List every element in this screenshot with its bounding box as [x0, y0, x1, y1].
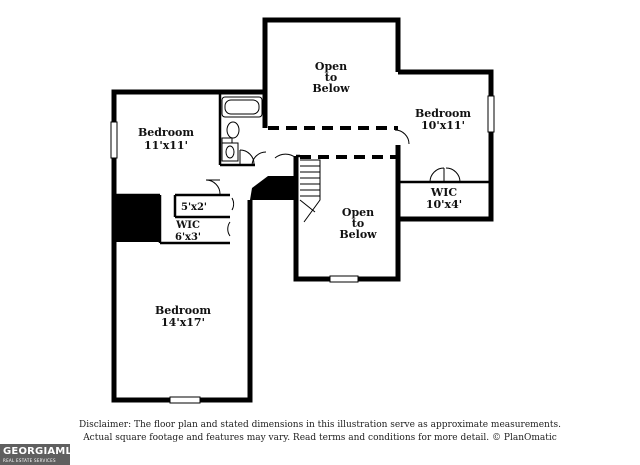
label-open-mid-2: to [352, 217, 364, 230]
logo-main-text: GEORGIAMLS [3, 446, 80, 457]
toilet-icon [226, 121, 240, 139]
label-open-top-2: to [325, 71, 337, 84]
wall-open-top [262, 17, 401, 128]
floor-plan: Bedroom 11'x11' Open to Below Bedroom 10… [110, 17, 495, 404]
windows [110, 95, 495, 404]
label-bedroom-left-dims: 11'x11' [144, 139, 188, 152]
label-bedroom-main-name: Bedroom [155, 304, 211, 317]
label-wic-left-dims: 6'x3' [175, 232, 201, 243]
window-mid [329, 275, 359, 283]
label-bedroom-main-dims: 14'x17' [161, 316, 205, 329]
bathtub-icon [221, 96, 263, 118]
label-wic-left-name: WIC [175, 220, 200, 231]
georgia-mls-logo: GEORGIAMLS REAL ESTATE SERVICES [0, 444, 79, 465]
label-bedroom-right-name: Bedroom [415, 107, 471, 120]
window-bottom [169, 396, 201, 404]
window-right [487, 95, 495, 133]
sink-icon [221, 142, 239, 162]
label-bedroom-left-name: Bedroom [138, 126, 194, 139]
label-wic-right-dims: 10'x4' [426, 198, 462, 211]
disclaimer-line-1: Disclaimer: The floor plan and stated di… [79, 420, 561, 430]
label-open-mid-3: Below [339, 228, 377, 241]
disclaimer-line-2: Actual square footage and features may v… [83, 433, 557, 443]
window-left [110, 121, 118, 159]
label-open-top-1: Open [315, 60, 347, 73]
wall-bedroom-right [395, 69, 494, 222]
door-swings [205, 129, 461, 237]
stair-wall-fill [250, 176, 296, 200]
label-closet-small: 5'x2' [181, 202, 207, 213]
labels: Bedroom 11'x11' Open to Below Bedroom 10… [138, 60, 471, 329]
bathroom-fixtures [221, 96, 263, 162]
label-open-mid-1: Open [342, 206, 374, 219]
label-wic-right-name: WIC [430, 186, 457, 199]
walls [111, 17, 494, 403]
label-open-top-3: Below [312, 82, 350, 95]
open-edges [268, 126, 398, 159]
logo-sub-text: REAL ESTATE SERVICES [3, 458, 56, 463]
wall-left-outline [111, 89, 268, 403]
chase-fill [116, 196, 160, 242]
label-bedroom-right-dims: 10'x11' [421, 119, 465, 132]
stairs-icon [299, 159, 321, 223]
